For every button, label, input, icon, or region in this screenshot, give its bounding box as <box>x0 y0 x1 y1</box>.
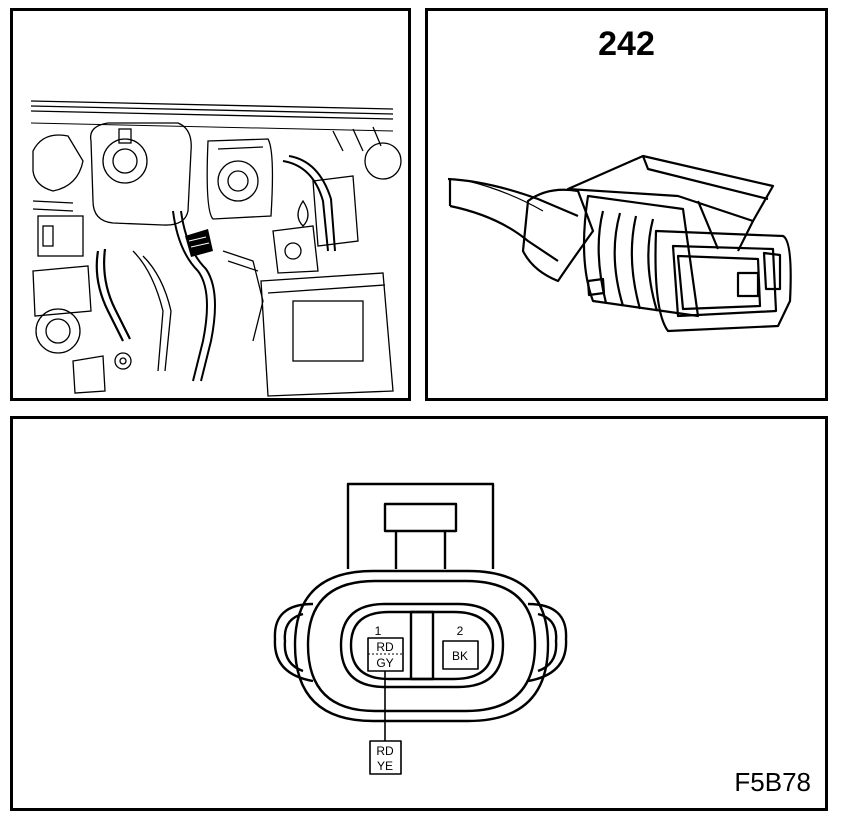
pin-2-wire-color: BK <box>452 649 468 663</box>
pin-1-number: 1 <box>375 624 382 638</box>
connector-perspective-panel: 242 <box>425 8 828 401</box>
connector-perspective-drawing <box>447 154 792 333</box>
part-number: 242 <box>598 25 655 63</box>
connector-pinout-panel: 1 RD GY 2 BK RD YE F5B78 <box>10 416 828 811</box>
lead-wire-color-line1: RD <box>376 744 394 758</box>
lead-wire-color-line2: YE <box>377 759 393 773</box>
pin-2-number: 2 <box>457 624 464 638</box>
engine-bay-illustration <box>10 8 411 401</box>
engine-bay-drawing <box>30 100 402 397</box>
connector-face-drawing: 1 RD GY 2 BK RD YE <box>273 482 568 775</box>
figure-code: F5B78 <box>734 767 811 797</box>
pin-1-wire-color-line2: GY <box>376 656 393 670</box>
highlighted-connector-location <box>185 229 213 257</box>
pin-1-wire-color-line1: RD <box>376 640 394 654</box>
